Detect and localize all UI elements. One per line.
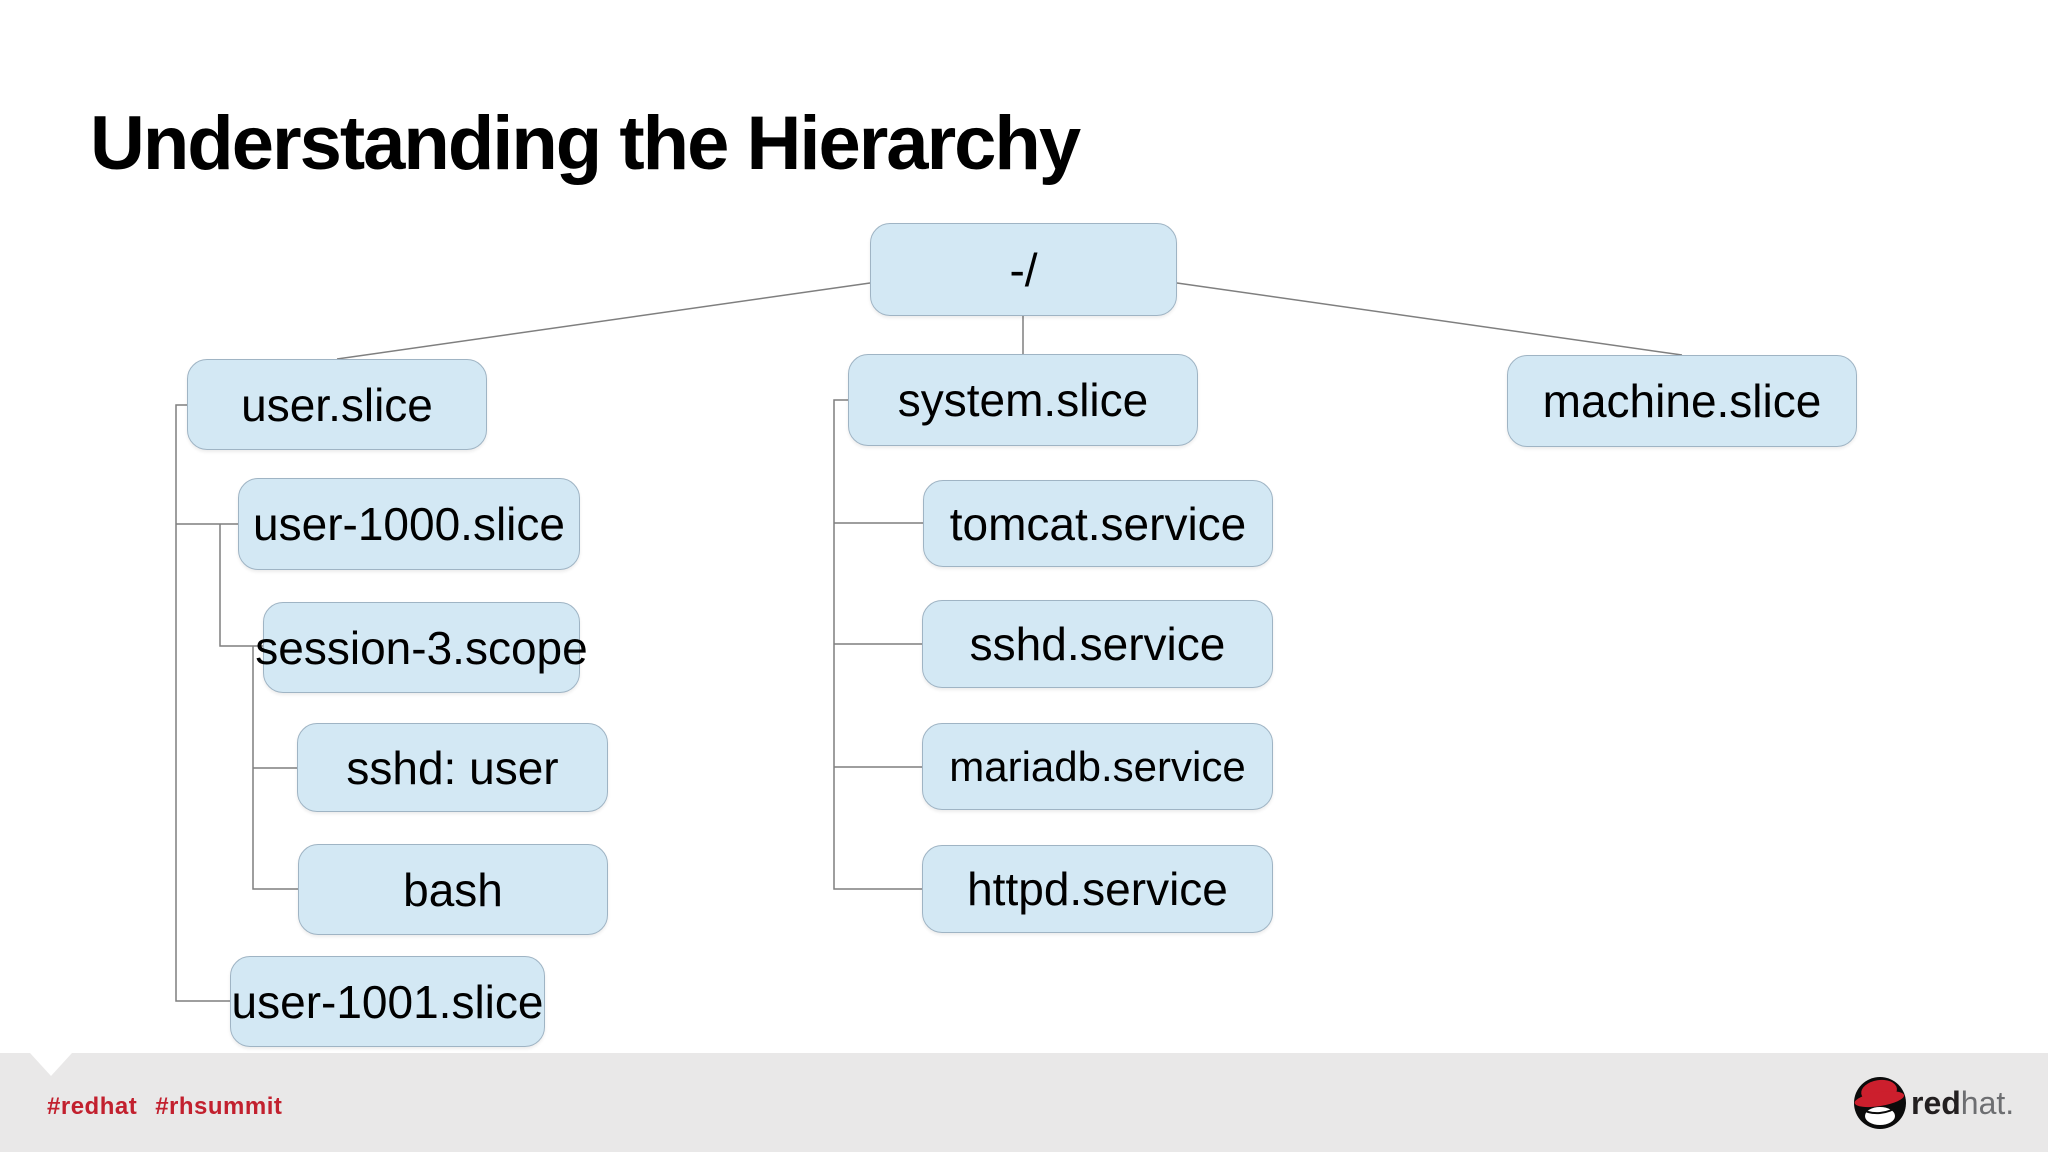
node-session-3-scope: session-3.scope bbox=[255, 602, 588, 693]
hashtag-rhsummit: #rhsummit bbox=[155, 1093, 283, 1120]
node-machine-slice: machine.slice bbox=[1507, 355, 1857, 447]
node-user-1001-slice: user-1001.slice bbox=[230, 956, 545, 1047]
connector-system-slice-branch bbox=[833, 399, 923, 890]
node-sshd-service: sshd.service bbox=[922, 600, 1273, 688]
redhat-logo-icon: redhat. bbox=[1854, 1077, 2014, 1129]
node-tomcat-service: tomcat.service bbox=[923, 480, 1273, 567]
footer-notch-decoration bbox=[30, 1053, 72, 1076]
connector-root-to-user-slice bbox=[336, 282, 871, 360]
node-user-slice: user.slice bbox=[187, 359, 487, 450]
svg-text:redhat.: redhat. bbox=[1911, 1085, 2014, 1121]
footer-bar: #redhat #rhsummit redhat. bbox=[0, 1053, 2048, 1152]
node-root: -/ bbox=[870, 223, 1177, 316]
node-user-1000-slice: user-1000.slice bbox=[238, 478, 580, 570]
page-title: Understanding the Hierarchy bbox=[90, 101, 1081, 186]
connector-root-to-machine-slice bbox=[1176, 282, 1683, 356]
node-sshd-user: sshd: user bbox=[297, 723, 608, 812]
logo-word-red: red bbox=[1911, 1085, 1961, 1121]
logo-word-hat: hat. bbox=[1961, 1085, 2014, 1121]
node-mariadb-service: mariadb.service bbox=[922, 723, 1273, 810]
node-httpd-service: httpd.service bbox=[922, 845, 1273, 933]
hashtag-redhat: #redhat bbox=[47, 1093, 138, 1120]
footer-hashtags: #redhat #rhsummit bbox=[47, 1093, 300, 1121]
connector-user-slice-branch bbox=[175, 404, 298, 1002]
node-bash: bash bbox=[298, 844, 608, 935]
node-system-slice: system.slice bbox=[848, 354, 1198, 446]
